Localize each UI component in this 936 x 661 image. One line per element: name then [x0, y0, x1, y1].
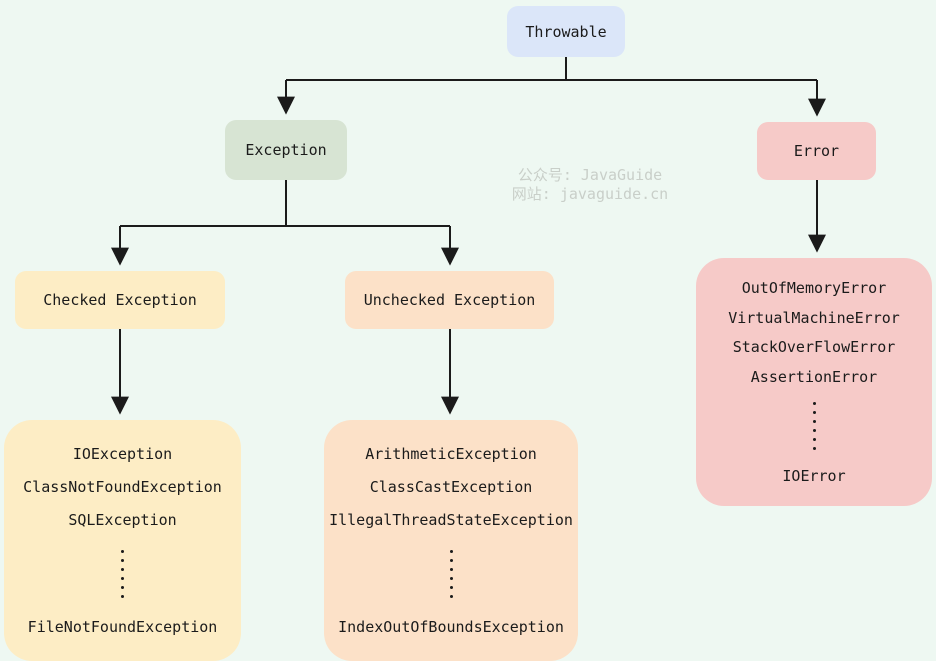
node-exception: Exception — [225, 120, 347, 180]
class-name-item: StackOverFlowError — [732, 338, 896, 357]
vertical-ellipsis — [812, 397, 816, 455]
class-name-item: VirtualMachineError — [728, 308, 900, 327]
class-name-item: IllegalThreadStateException — [329, 511, 573, 530]
watermark-line1: 公众号: JavaGuide — [517, 166, 663, 184]
node-exception-label: Exception — [245, 141, 327, 159]
node-checked-exception-label: Checked Exception — [43, 291, 197, 309]
class-name-item: OutOfMemoryError — [741, 279, 887, 298]
node-error: Error — [757, 122, 876, 180]
node-unchecked-exception: Unchecked Exception — [345, 271, 554, 329]
class-name-item: IOException — [72, 445, 173, 464]
node-throwable: Throwable — [507, 6, 625, 57]
class-name-item: FileNotFoundException — [27, 617, 218, 636]
class-name-item: ClassNotFoundException — [23, 478, 222, 497]
class-name-item: ArithmeticException — [365, 445, 537, 464]
node-error-label: Error — [793, 142, 840, 160]
watermark: 公众号: JavaGuide 网站: javaguide.cn — [480, 166, 700, 204]
node-checked-exception: Checked Exception — [15, 271, 225, 329]
class-name-item: IndexOutOfBoundsException — [338, 617, 564, 636]
class-name-item: ClassCastException — [369, 478, 533, 497]
vertical-ellipsis — [121, 545, 124, 603]
class-name-item: AssertionError — [750, 367, 878, 386]
vertical-ellipsis — [449, 545, 453, 603]
node-throwable-label: Throwable — [525, 22, 607, 41]
class-name-item: IOError — [782, 466, 846, 485]
node-unchecked-exception-label: Unchecked Exception — [363, 291, 536, 309]
watermark-line2: 网站: javaguide.cn — [511, 185, 669, 203]
class-name-item: SQLException — [68, 511, 177, 530]
